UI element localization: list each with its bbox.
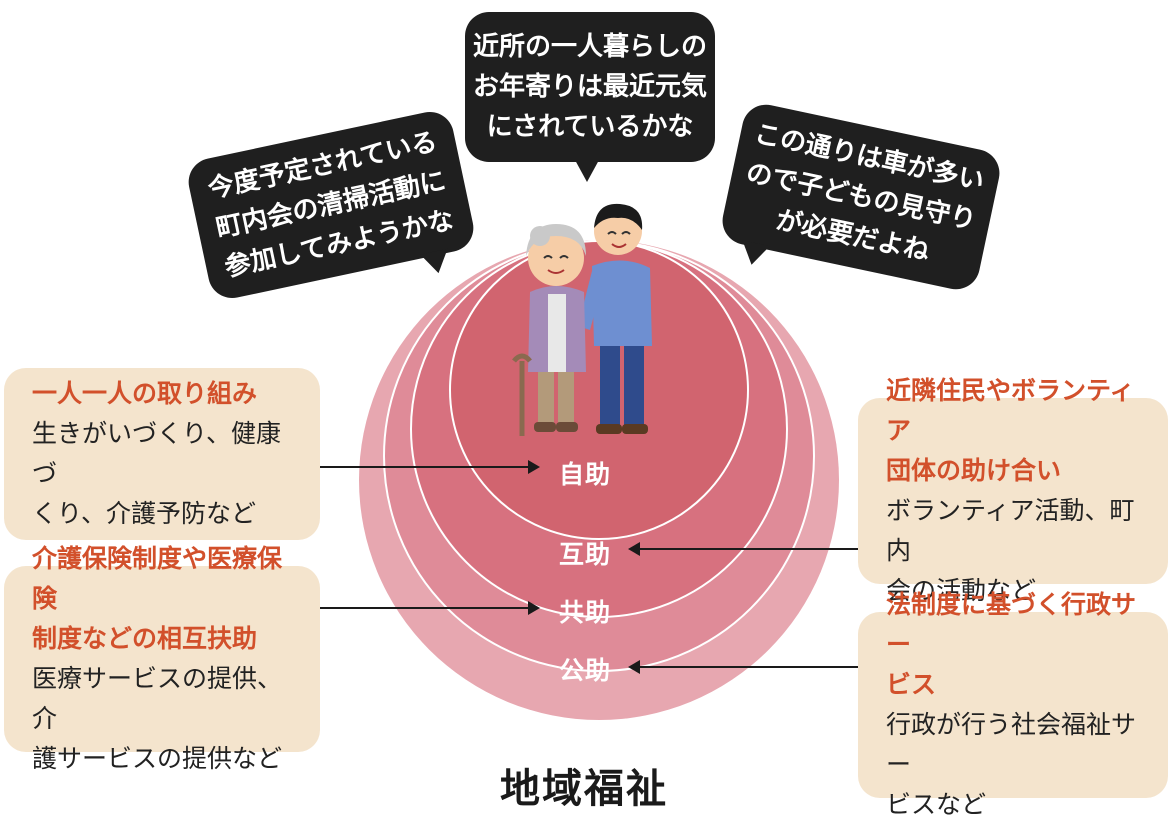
speech-bubble-right: この通りは車が多い ので子どもの見守り が必要だよね — [718, 100, 1004, 294]
mutual-help-body-line-1: ボランティア活動、町内 — [886, 496, 1135, 565]
bubble-center-line-3: にされているかな — [486, 112, 694, 142]
elderly-woman-figure — [512, 224, 586, 436]
speech-bubble-left: 今度予定されている 町内会の清掃活動に 参加してみようかな — [184, 107, 478, 303]
shared-help-box: 介護保険制度や医療保険 制度などの相互扶助 医療サービスの提供、介 護サービスの… — [4, 544, 320, 773]
bubble-center-line-1: 近所の一人暮らしの — [472, 32, 707, 62]
ring-label-shared-help: 共助 — [558, 598, 611, 627]
diagram-title: 地域福祉 — [500, 766, 668, 812]
bubble-center-line-2: お年寄りは最近元気 — [472, 72, 707, 102]
public-help-headline-line-1: 法制度に基づく行政サー — [886, 590, 1137, 659]
ring-label-self-help: 自助 — [558, 460, 611, 489]
self-help-body-line-2: くり、介護予防など — [32, 499, 257, 528]
caregiver-illustration — [512, 203, 652, 436]
bubble-right-tail — [737, 240, 770, 268]
ring-label-mutual-help: 互助 — [558, 540, 611, 569]
arrow-self-help-line — [320, 466, 530, 468]
arrow-public-help-line — [640, 666, 858, 668]
public-help-box: 法制度に基づく行政サー ビス 行政が行う社会福祉サー ビスなど — [858, 590, 1168, 819]
arrow-public-help-head-icon — [628, 660, 640, 674]
self-help-body-line-1: 生きがいづくり、健康づ — [32, 419, 282, 488]
arrow-mutual-help-line — [640, 548, 858, 550]
arrow-shared-help-line — [320, 607, 530, 609]
shared-help-body-line-2: 護サービスの提供など — [32, 744, 283, 773]
arrow-self-help-head-icon — [528, 460, 540, 474]
self-help-headline: 一人一人の取り組み — [32, 379, 258, 408]
arrow-shared-help-head-icon — [528, 601, 540, 615]
public-help-headline-line-2: ビス — [886, 670, 937, 699]
mutual-help-headline-line-1: 近隣住民やボランティア — [886, 376, 1135, 445]
mutual-help-headline-line-2: 団体の助け合い — [886, 456, 1062, 485]
shared-help-headline-line-1: 介護保険制度や医療保険 — [32, 544, 283, 613]
bubble-left-tail — [420, 248, 453, 277]
self-help-box: 一人一人の取り組み 生きがいづくり、健康づ くり、介護予防など — [4, 368, 320, 540]
public-help-body-line-1: 行政が行う社会福祉サー — [886, 710, 1137, 779]
helper-man-figure — [578, 203, 652, 434]
ring-label-public-help: 公助 — [558, 656, 611, 685]
mutual-help-body-line-2: 会の活動など — [886, 576, 1037, 605]
speech-bubble-center: 近所の一人暮らしの お年寄りは最近元気 にされているかな — [465, 12, 715, 182]
shared-help-body-line-1: 医療サービスの提供、介 — [32, 664, 283, 733]
mutual-help-box: 近隣住民やボランティア 団体の助け合い ボランティア活動、町内 会の活動など — [858, 376, 1168, 605]
bubble-center-tail — [575, 160, 599, 182]
shared-help-headline-line-2: 制度などの相互扶助 — [32, 624, 258, 653]
arrow-mutual-help-head-icon — [628, 542, 640, 556]
